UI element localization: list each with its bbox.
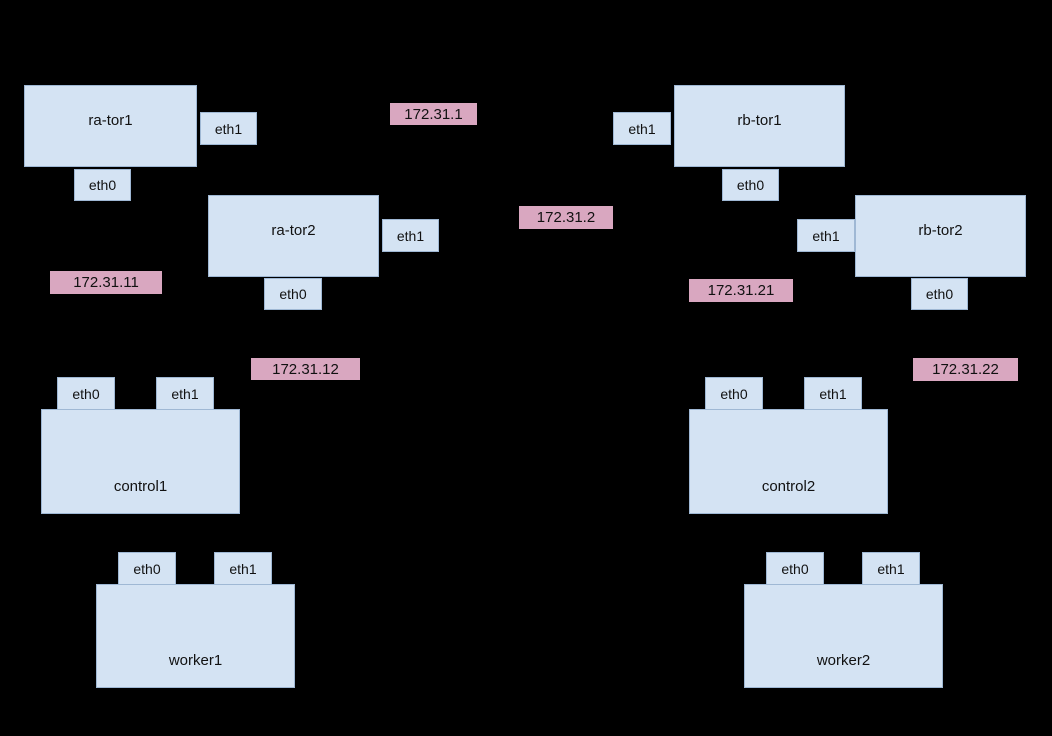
ip-label-172-31-22: 172.31.22 — [913, 358, 1018, 381]
port-worker2-eth0[interactable]: eth0 — [766, 552, 824, 585]
port-ra-tor1-eth0[interactable]: eth0 — [74, 169, 131, 201]
port-worker1-eth0[interactable]: eth0 — [118, 552, 176, 585]
node-control2[interactable]: control2 — [689, 409, 888, 514]
node-label-ra-tor1: ra-tor1 — [88, 112, 133, 129]
node-label-ra-tor2: ra-tor2 — [271, 222, 316, 239]
ip-label-172-31-11: 172.31.11 — [50, 271, 162, 294]
node-ra-tor2[interactable]: ra-tor2 — [208, 195, 379, 277]
port-rb-tor1-eth0[interactable]: eth0 — [722, 169, 779, 201]
node-rb-tor2[interactable]: rb-tor2 — [855, 195, 1026, 277]
node-rb-tor1[interactable]: rb-tor1 — [674, 85, 845, 167]
node-label-control2: control2 — [761, 478, 816, 495]
port-ra-tor2-eth1[interactable]: eth1 — [382, 219, 439, 252]
node-label-worker1: worker1 — [168, 652, 223, 669]
ip-label-172-31-12: 172.31.12 — [251, 358, 360, 380]
node-worker1[interactable]: worker1 — [96, 584, 295, 688]
node-ra-tor1[interactable]: ra-tor1 — [24, 85, 197, 167]
port-ra-tor1-eth1[interactable]: eth1 — [200, 112, 257, 145]
port-rb-tor2-eth0[interactable]: eth0 — [911, 278, 968, 310]
ip-label-172-31-2: 172.31.2 — [519, 206, 613, 229]
port-control2-eth0[interactable]: eth0 — [705, 377, 763, 410]
node-worker2[interactable]: worker2 — [744, 584, 943, 688]
port-rb-tor2-eth1[interactable]: eth1 — [797, 219, 855, 252]
ip-label-172-31-1: 172.31.1 — [390, 103, 477, 125]
port-control1-eth0[interactable]: eth0 — [57, 377, 115, 410]
port-control1-eth1[interactable]: eth1 — [156, 377, 214, 410]
port-worker2-eth1[interactable]: eth1 — [862, 552, 920, 585]
node-label-rb-tor1: rb-tor1 — [737, 112, 782, 129]
node-label-worker2: worker2 — [816, 652, 871, 669]
ip-label-172-31-21: 172.31.21 — [689, 279, 793, 302]
port-control2-eth1[interactable]: eth1 — [804, 377, 862, 410]
node-control1[interactable]: control1 — [41, 409, 240, 514]
port-worker1-eth1[interactable]: eth1 — [214, 552, 272, 585]
node-label-rb-tor2: rb-tor2 — [918, 222, 963, 239]
node-label-control1: control1 — [113, 478, 168, 495]
port-ra-tor2-eth0[interactable]: eth0 — [264, 278, 322, 310]
port-rb-tor1-eth1[interactable]: eth1 — [613, 112, 671, 145]
